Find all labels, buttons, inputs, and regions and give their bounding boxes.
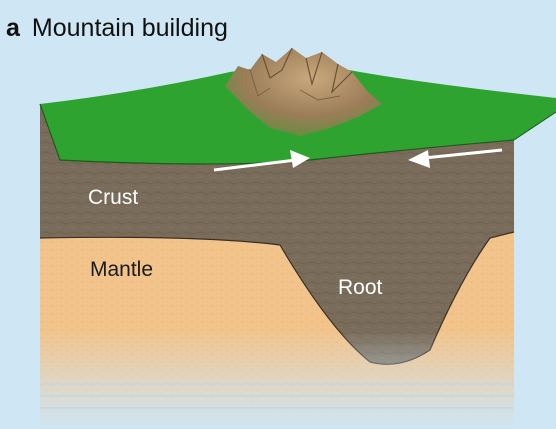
label-crust: Crust <box>88 186 139 209</box>
reflection-lines <box>40 383 514 409</box>
crust-layer <box>39 104 515 365</box>
panel-title: a Mountain building <box>6 14 228 43</box>
panel-letter: a <box>6 14 20 42</box>
label-root: Root <box>338 276 383 299</box>
label-mantle: Mantle <box>90 258 154 281</box>
arrow-left-pushing-right <box>213 150 310 172</box>
mountain-range <box>225 47 382 136</box>
panel-title-text: Mountain building <box>31 14 228 42</box>
arrow-right-pushing-left <box>408 148 503 168</box>
bottom-fade <box>0 330 556 429</box>
